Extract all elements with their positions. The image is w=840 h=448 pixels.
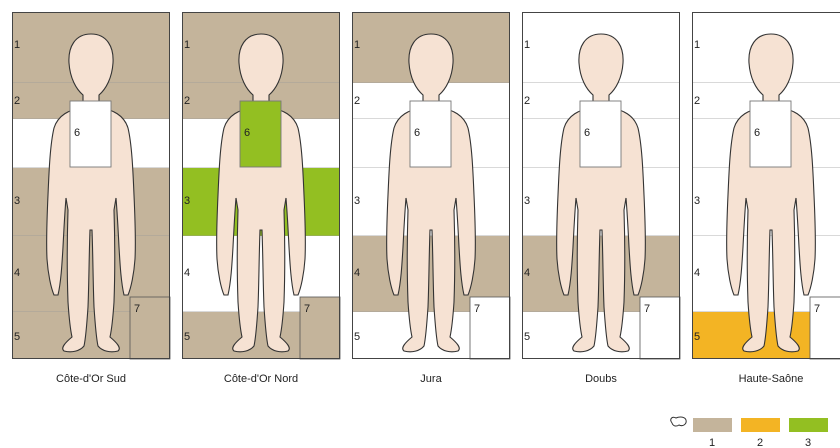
zone-number: 7	[814, 303, 820, 315]
zone-number: 2	[354, 95, 360, 107]
zone-number: 3	[184, 195, 190, 207]
zone-number: 2	[14, 95, 20, 107]
panel-caption: Jura	[420, 373, 442, 385]
zone-number: 5	[354, 331, 360, 343]
zone-number: 5	[694, 331, 700, 343]
zone-number: 1	[14, 39, 20, 51]
legend-label: 1	[709, 437, 715, 448]
legend-label: 3	[805, 437, 811, 448]
zone-number: 7	[644, 303, 650, 315]
panel-caption: Côte-d'Or Sud	[56, 373, 126, 385]
panel-caption: Côte-d'Or Nord	[224, 373, 298, 385]
panel-caption: Haute-Saône	[739, 373, 804, 385]
zone-number: 6	[754, 127, 760, 139]
zone-number: 5	[14, 331, 20, 343]
zone-number: 5	[184, 331, 190, 343]
zone-number: 1	[694, 39, 700, 51]
zone-number: 6	[414, 127, 420, 139]
zone-number: 3	[354, 195, 360, 207]
shape-icon	[671, 417, 686, 426]
zone-number: 6	[244, 127, 250, 139]
zone-number: 3	[524, 195, 530, 207]
legend: 1 2 3	[671, 417, 828, 448]
zone-number: 4	[184, 267, 190, 279]
zone-number: 3	[14, 195, 20, 207]
zone-number: 1	[184, 39, 190, 51]
zone-number: 4	[354, 267, 360, 279]
zone-number: 2	[694, 95, 700, 107]
zone-number: 1	[354, 39, 360, 51]
zone-number: 4	[524, 267, 530, 279]
zone-number: 4	[14, 267, 20, 279]
zone-number: 7	[474, 303, 480, 315]
legend-swatch	[789, 418, 828, 432]
zone-number: 4	[694, 267, 700, 279]
zone-number: 6	[584, 127, 590, 139]
zone-number: 2	[524, 95, 530, 107]
zone-number: 7	[304, 303, 310, 315]
legend-label: 2	[757, 437, 763, 448]
zone-number: 6	[74, 127, 80, 139]
zone-number: 5	[524, 331, 530, 343]
zone-number: 7	[134, 303, 140, 315]
legend-swatch	[693, 418, 732, 432]
zone-number: 2	[184, 95, 190, 107]
legend-swatch	[741, 418, 780, 432]
panel-caption: Doubs	[585, 373, 617, 385]
zone-number: 3	[694, 195, 700, 207]
zone-number: 1	[524, 39, 530, 51]
